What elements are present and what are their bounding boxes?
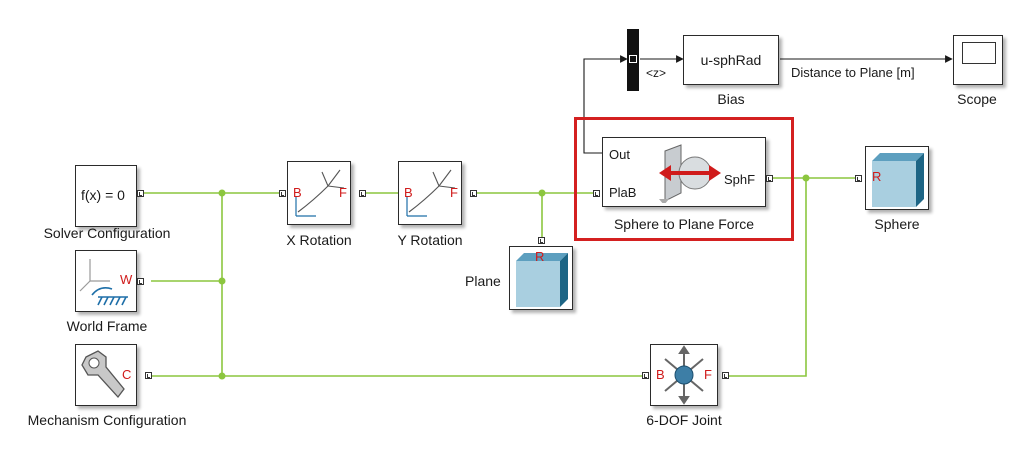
sphere-to-plane-force-label: Sphere to Plane Force (613, 216, 755, 232)
y-rotation-label: Y Rotation (397, 232, 463, 248)
six-dof-joint-label: 6-DOF Joint (646, 412, 722, 428)
world-port[interactable] (137, 278, 144, 285)
highlight-box (574, 117, 794, 241)
mechanism-port-label: C (122, 367, 132, 382)
cube-icon (872, 153, 924, 207)
force-port-sphf[interactable] (766, 175, 773, 182)
joint-port-f-label: F (704, 367, 712, 382)
solver-expression: f(x) = 0 (81, 187, 125, 203)
force-port-out-label: Out (609, 147, 630, 162)
solver-port[interactable] (137, 190, 144, 197)
sphere-port-label: R (872, 169, 882, 184)
line-joint-to-sphere[interactable] (729, 178, 807, 377)
cube-icon (516, 253, 568, 307)
xrot-port-f[interactable] (359, 190, 366, 197)
selector-bar[interactable] (627, 29, 639, 91)
world-frame-icon (79, 259, 128, 306)
joint-port-b[interactable] (642, 372, 649, 379)
solver-configuration-label: Solver Configuration (43, 225, 171, 241)
joint-port-b-label: B (656, 367, 665, 382)
yrot-port-b-label: B (404, 185, 413, 200)
force-port-plab-label: PlaB (609, 185, 637, 200)
bias-label: Bias (717, 91, 745, 107)
mechanism-configuration-label: Mechanism Configuration (27, 412, 187, 428)
yrot-port-f-label: F (450, 185, 458, 200)
scope-screen (962, 42, 996, 64)
mechanism-port[interactable] (145, 372, 152, 379)
world-frame-label: World Frame (66, 318, 148, 334)
yrot-port-f[interactable] (470, 190, 477, 197)
physical-connections (143, 177, 858, 377)
world-port-label: W (120, 272, 133, 287)
xrot-port-b-label: B (293, 185, 302, 200)
force-port-sphf-label: SphF (724, 172, 756, 187)
plane-label: Plane (465, 273, 501, 289)
plane-port[interactable] (538, 237, 545, 244)
six-dof-joint-block[interactable]: B F (650, 344, 718, 406)
bias-block[interactable]: u-sphRad (683, 35, 779, 85)
y-rotation-block[interactable]: B F (398, 161, 462, 225)
rigid-transform-icon (406, 169, 456, 217)
selector-tick (629, 55, 637, 63)
selector-signal-label: <z> (646, 66, 667, 80)
plane-port-label: R (535, 249, 545, 264)
solver-configuration-block[interactable]: f(x) = 0 (75, 165, 137, 227)
force-port-plab[interactable] (593, 190, 600, 197)
world-frame-block[interactable]: W (75, 250, 137, 312)
bias-expression: u-sphRad (700, 52, 762, 68)
rigid-transform-icon (295, 169, 345, 217)
distance-signal-label: Distance to Plane [m] (791, 65, 915, 80)
junction-dots (218, 174, 810, 380)
mechanism-configuration-block[interactable]: C (75, 344, 137, 406)
sphere-port[interactable] (855, 175, 862, 182)
sphere-plane-force-icon (659, 144, 721, 203)
x-rotation-label: X Rotation (286, 232, 352, 248)
sphere-to-plane-force-block[interactable]: Out PlaB SphF (602, 137, 766, 207)
wrench-icon (81, 350, 125, 399)
line-out-to-selector[interactable] (583, 55, 628, 154)
xrot-port-f-label: F (339, 185, 347, 200)
sphere-label: Sphere (874, 216, 920, 232)
scope-label: Scope (957, 91, 997, 107)
signal-connections (583, 55, 953, 154)
scope-block[interactable] (953, 35, 1003, 85)
xrot-port-b[interactable] (279, 190, 286, 197)
joint-icon (664, 345, 704, 405)
joint-port-f[interactable] (722, 372, 729, 379)
x-rotation-block[interactable]: B F (287, 161, 351, 225)
plane-block[interactable]: R (509, 246, 573, 310)
sphere-block[interactable]: R (865, 146, 929, 210)
